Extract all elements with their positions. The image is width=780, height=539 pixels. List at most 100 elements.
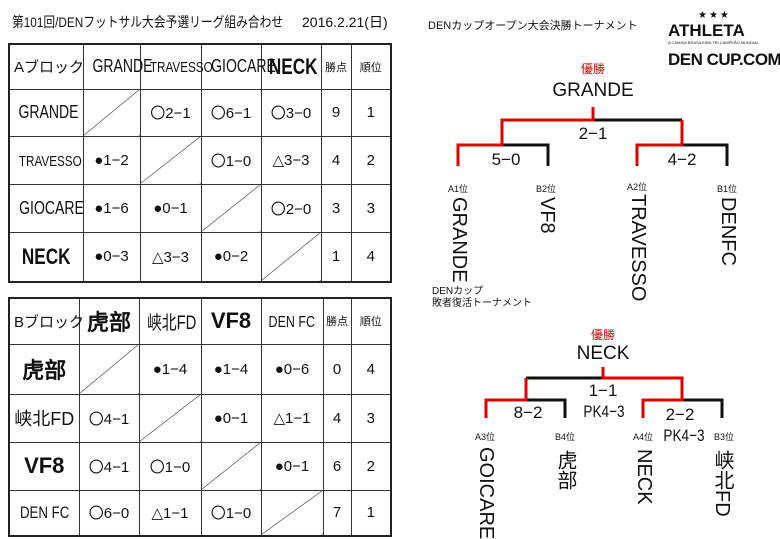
seed-label: A3位 xyxy=(474,432,496,442)
semi-score: 2−2 xyxy=(665,405,695,424)
column-team: GIOCARE xyxy=(200,43,275,90)
row-team: VF8 xyxy=(8,441,80,491)
consolation-title-2: 敗者復活トーナメント xyxy=(432,298,532,309)
rank-cell: 1 xyxy=(350,489,392,537)
block-b-label: Bブロック xyxy=(8,297,84,345)
final-score: 2−1 xyxy=(578,124,608,143)
result-cell: ●0−1 xyxy=(260,441,324,491)
points-cell: 6 xyxy=(322,441,352,491)
row-team: DEN FC xyxy=(8,489,80,537)
self-cell xyxy=(200,441,262,491)
column-team: 虎部 xyxy=(78,297,140,345)
bracket-line-black xyxy=(682,143,729,166)
seed-label: A1位 xyxy=(447,184,469,194)
rank-cell: 2 xyxy=(350,441,392,491)
winner-label: 優勝 xyxy=(590,328,616,342)
rank-cell: 2 xyxy=(350,135,392,185)
final-bracket-lines xyxy=(456,107,729,166)
table-row: VF8 〇4−1 〇1−0 ●0−1 6 2 xyxy=(8,441,392,491)
row-team: NECK xyxy=(8,231,84,283)
result-cell: △3−3 xyxy=(260,135,322,185)
rank-cell: 1 xyxy=(350,88,392,137)
table-row: DEN FC 〇6−0 △1−1 〇1−0 7 1 xyxy=(8,489,392,537)
column-team: VF8 xyxy=(200,297,262,345)
seed-label: B2位 xyxy=(535,184,557,194)
date: 2016.2.21(日) xyxy=(302,14,388,30)
result-cell: ●1−2 xyxy=(82,135,141,185)
result-cell: ●0−6 xyxy=(260,343,324,395)
seed-label: B4位 xyxy=(554,432,576,442)
result-cell: 〇2−1 xyxy=(139,88,202,137)
page-title: 第101回/DENフットサル大会予選リーグ組み合わせ xyxy=(12,14,284,30)
final-bracket-title: DENカップオープン大会決勝トーナメント xyxy=(428,20,638,32)
result-cell: ●0−1 xyxy=(200,393,262,443)
semi-score: 5−0 xyxy=(491,150,521,169)
result-cell: 〇4−1 xyxy=(78,393,140,443)
points-cell: 1 xyxy=(320,231,352,283)
block-b-table: Bブロック 虎部 峡北FD VF8 DEN FC 勝点 順位 虎部 ●1−4 ●… xyxy=(8,297,392,537)
column-team: GRANDE xyxy=(82,43,152,90)
points-header: 勝点 xyxy=(320,43,352,90)
points-cell: 7 xyxy=(322,489,352,537)
result-cell: △1−1 xyxy=(260,393,324,443)
rank-cell: 3 xyxy=(350,393,392,443)
bracket-line-black xyxy=(682,398,724,418)
rank-cell: 4 xyxy=(350,231,392,283)
block-b-header-row: Bブロック 虎部 峡北FD VF8 DEN FC 勝点 順位 xyxy=(8,297,392,345)
result-cell: 〇2−0 xyxy=(260,183,322,233)
table-row: GIOCARE ●1−6 ●0−1 〇2−0 3 3 xyxy=(8,183,392,233)
bracket-team: 虎部 xyxy=(554,450,576,490)
seed-label: A2位 xyxy=(626,182,648,192)
self-cell xyxy=(82,88,141,137)
bracket-team: GOICARE xyxy=(475,447,497,539)
self-cell xyxy=(260,489,324,537)
points-cell: 4 xyxy=(320,135,352,185)
stars-icon: ★★★ xyxy=(698,10,731,21)
logo-site: DEN CUP.COM xyxy=(668,50,780,69)
table-row: NECK ●0−3 △3−3 ●0−2 1 4 xyxy=(8,231,392,283)
self-cell xyxy=(138,393,202,443)
bracket-line-red xyxy=(601,367,684,418)
result-cell: △3−3 xyxy=(139,231,202,283)
semi-score: 4−2 xyxy=(667,150,697,169)
seed-label: B1位 xyxy=(716,184,738,194)
row-team: 虎部 xyxy=(8,343,80,395)
block-a-table: Aブロック GRANDE TRAVESSO GIOCARE NECK 勝点 順位… xyxy=(8,43,392,283)
semi-score: 8−2 xyxy=(513,403,543,422)
athleta-logo: ★★★ ATHLETA A CAMISA BRASILEIRA TRI CAMP… xyxy=(668,10,780,69)
rank-cell: 3 xyxy=(350,183,392,233)
row-team: TRAVESSO xyxy=(8,135,84,185)
rank-header: 順位 xyxy=(350,297,392,345)
rank-header: 順位 xyxy=(350,43,392,90)
row-team: GIOCARE xyxy=(8,183,84,233)
winner-name: GRANDE xyxy=(552,80,634,101)
self-cell xyxy=(200,183,262,233)
consolation-bracket-lines xyxy=(484,367,724,418)
seed-label: A4位 xyxy=(632,432,654,442)
row-team: GRANDE xyxy=(8,88,84,137)
bracket-line-black xyxy=(526,398,567,418)
block-a-header-row: Aブロック GRANDE TRAVESSO GIOCARE NECK 勝点 順位 xyxy=(8,43,392,90)
result-cell: ●1−6 xyxy=(82,183,141,233)
table-row: TRAVESSO ●1−2 〇1−0 △3−3 4 2 xyxy=(8,135,392,185)
bracket-line-red xyxy=(635,120,684,166)
bracket-line-red xyxy=(484,378,528,418)
consolation-title-1: DENカップ xyxy=(432,286,484,297)
bracket-team: NECK xyxy=(633,449,655,505)
logo-tagline: A CAMISA BRASILEIRA TRI CAMPEÃO MUNDIAL xyxy=(668,40,759,45)
self-cell xyxy=(78,343,140,395)
bracket-line-black xyxy=(502,143,550,166)
result-cell: ●1−4 xyxy=(200,343,262,395)
final-pk: PK4−3 xyxy=(583,402,625,421)
bracket-team: VF8 xyxy=(536,197,558,234)
result-cell: 〇3−0 xyxy=(260,88,322,137)
winner-name: NECK xyxy=(576,343,630,364)
bracket-team: 峡北FD xyxy=(711,450,733,517)
row-team: 峡北FD xyxy=(8,393,80,443)
winner-label: 優勝 xyxy=(580,62,606,76)
column-team: 峡北FD xyxy=(138,297,202,345)
bracket-line-red xyxy=(456,107,595,166)
table-row: 峡北FD 〇4−1 ●0−1 △1−1 4 3 xyxy=(8,393,392,443)
result-cell: 〇4−1 xyxy=(78,441,140,491)
